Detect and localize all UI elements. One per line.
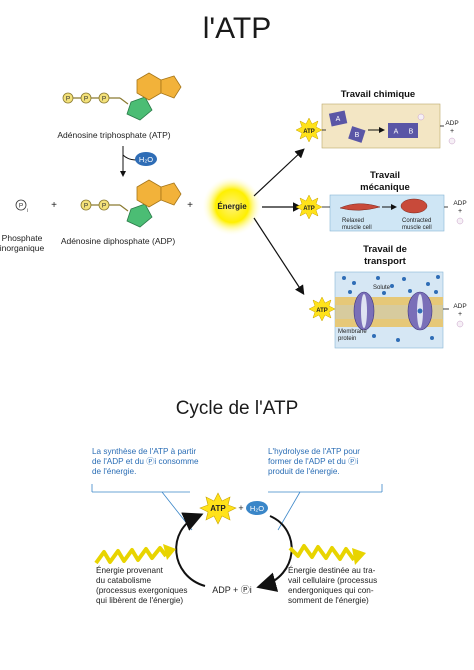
- synthesis-arrow: [175, 512, 206, 587]
- atp-hydrolysis-diagram: P P P Adénosine triphosphate (ATP) H₂O P…: [0, 72, 467, 349]
- molecule-b: [348, 126, 366, 143]
- energy-source-note: Énergie provenant du catabolisme (proces…: [96, 566, 188, 605]
- adp-pi-label: ADP + Ⓟi: [212, 585, 252, 595]
- mechanical-work-panel: [329, 194, 445, 232]
- p-label: P: [84, 203, 88, 210]
- water-label: H₂O: [250, 504, 264, 513]
- plus-sign: +: [458, 208, 462, 215]
- pi-subscript: i: [27, 208, 28, 214]
- membrane-top: [335, 297, 443, 305]
- plus-sign: +: [450, 128, 454, 135]
- molecule-a-label: A: [394, 129, 399, 136]
- transport-work-title: transport: [364, 256, 407, 267]
- relaxed-label: muscle cell: [342, 225, 372, 231]
- plus-sign: +: [187, 200, 193, 211]
- p-label: P: [84, 96, 88, 103]
- water-label: H₂O: [139, 155, 153, 164]
- energy-use-note: Énergie destinée au tra- vail cellulaire…: [288, 566, 378, 605]
- molecule-ab-a: [388, 123, 404, 138]
- p-label: P: [102, 96, 106, 103]
- contracted-label: muscle cell: [402, 225, 432, 231]
- phosphate-label: Phosphate: [2, 233, 43, 243]
- energy-in-zigzag: [94, 546, 168, 565]
- cycle-atp-label: ATP: [210, 504, 226, 513]
- pi-circle: [15, 199, 27, 211]
- adenine-hexagon: [136, 72, 162, 101]
- hydrolysis-arrow: [256, 515, 293, 592]
- adp-label: ADP: [445, 120, 458, 127]
- cycle-title: Cycle de l'ATP: [175, 398, 299, 419]
- solute-dots: [342, 275, 440, 342]
- atp-label: Adénosine triphosphate (ATP): [57, 130, 170, 140]
- molecule-a: [328, 110, 348, 127]
- atp-cycle-diagram: ATP + H₂O ADP + Ⓟi: [91, 484, 383, 595]
- plus-sign: +: [238, 503, 243, 513]
- atp-starburst: [295, 194, 323, 220]
- atp-starburst: [199, 492, 237, 525]
- energy-glow: [202, 176, 262, 236]
- plus-sign: +: [458, 311, 462, 318]
- membrane-protein-label: Membrane: [338, 329, 367, 335]
- contracted-label: Contracted: [402, 218, 431, 224]
- atp-label: ATP: [303, 129, 315, 135]
- adp-label: ADP: [453, 303, 466, 310]
- contracted-muscle-cell: [400, 198, 428, 214]
- page-title: l'ATP: [202, 12, 272, 45]
- adp-molecule: P P: [80, 179, 182, 228]
- energy-out-zigzag: [288, 544, 356, 562]
- phosphate-1: [62, 92, 74, 104]
- water-bubble: [246, 501, 268, 515]
- adenine-pentagon: [160, 75, 182, 99]
- chemical-work-title: Travail chimique: [341, 89, 415, 100]
- ribose-pentagon: [126, 96, 153, 121]
- molecule-b-label: B: [409, 129, 414, 136]
- relaxed-label: Relaxed: [342, 218, 364, 224]
- molecule-a-label: A: [336, 116, 341, 123]
- transport-work-title: Travail de: [363, 244, 407, 255]
- relaxed-muscle-cell: [339, 203, 381, 211]
- p-label: P: [102, 203, 106, 210]
- plus-sign: +: [51, 200, 57, 211]
- mechanical-work-title: mécanique: [360, 182, 410, 193]
- synthesis-note: La synthèse de l'ATP à partir de l'ADP e…: [92, 447, 199, 476]
- atp-molecule: P P P: [62, 72, 182, 121]
- atp-label: ATP: [316, 308, 328, 314]
- atp-starburst: [308, 296, 336, 322]
- mechanical-work-title: Travail: [370, 170, 400, 181]
- molecule-ab-b: [404, 123, 418, 138]
- phosphate-2: [80, 92, 92, 104]
- hydrolysis-note: L'hydrolyse de l'ATP pour former de l'AD…: [268, 447, 361, 476]
- atp-label: ATP: [303, 206, 315, 212]
- solute-label: Solute: [373, 285, 391, 291]
- p-label: P: [66, 96, 70, 103]
- adp-label: Adénosine diphosphate (ADP): [61, 236, 176, 246]
- atp-starburst: [295, 117, 323, 143]
- pi-label: P: [19, 203, 23, 210]
- phosphate-label: inorganique: [0, 243, 44, 253]
- chemical-work-panel: [321, 103, 441, 149]
- water-bubble: [135, 152, 157, 166]
- phosphate-3: [98, 92, 110, 104]
- membrane-bottom: [335, 319, 443, 327]
- adp-label: ADP: [453, 200, 466, 207]
- energy-label: Énergie: [217, 202, 247, 211]
- molecule-b-label: B: [355, 132, 360, 139]
- membrane-protein-label: protein: [338, 336, 356, 342]
